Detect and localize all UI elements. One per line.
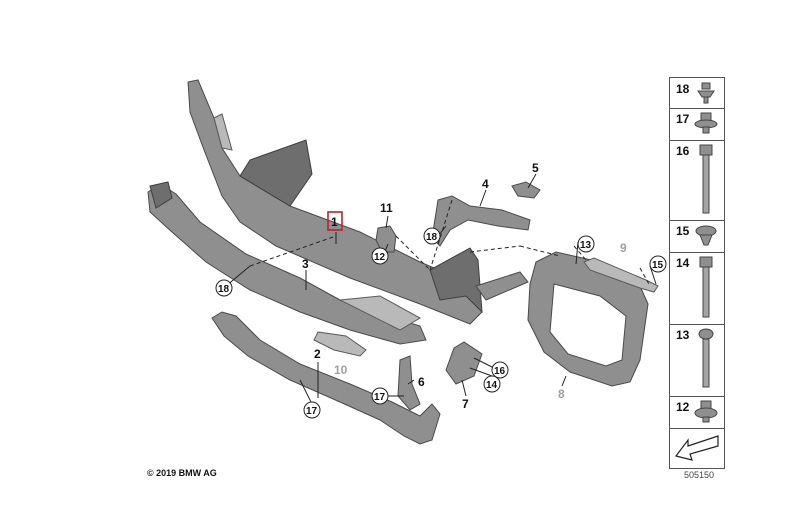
circle-callout-13: 13 (577, 235, 595, 253)
callout-2: 2 (314, 347, 321, 361)
torx-bolt-icon (698, 328, 714, 388)
callout-8: 8 (558, 387, 565, 401)
direction-arrow-icon (674, 435, 719, 461)
part-11-clip (375, 225, 397, 253)
circle-callout-18-left: 18 (215, 279, 233, 297)
circle-callout-12: 12 (371, 247, 389, 265)
hex-bolt-icon (699, 256, 713, 318)
copyright-text: © 2019 BMW AG (147, 468, 217, 478)
legend-direction-box (670, 428, 724, 467)
part-3-crossmember (147, 181, 427, 345)
circle-callout-14: 14 (483, 375, 501, 393)
circle-callout-15: 15 (649, 255, 667, 273)
part-5-clip (511, 181, 541, 199)
legend-item-18: 18 (670, 78, 724, 109)
flange-nut-icon (694, 112, 718, 134)
svg-text:18: 18 (218, 284, 230, 295)
callout-4: 4 (482, 177, 489, 191)
circle-callout-16: 16 (491, 361, 509, 379)
circle-callout-18-right: 18 (423, 227, 441, 245)
part-9-rail (583, 257, 659, 293)
svg-text:17: 17 (306, 406, 318, 417)
callout-7: 7 (462, 397, 469, 411)
callout-3: 3 (302, 257, 309, 271)
part-8-frame (527, 251, 649, 387)
clip-nut-icon (697, 82, 715, 104)
svg-text:16: 16 (494, 366, 506, 377)
callout-6: 6 (418, 375, 425, 389)
leader-lines (225, 173, 657, 405)
part-2-bumper-beam (211, 311, 441, 445)
callout-11: 11 (380, 201, 393, 215)
legend-item-16: 16 (670, 140, 724, 221)
legend-item-14: 14 (670, 252, 724, 325)
fastener-legend: 18 17 16 15 14 1 (669, 77, 725, 469)
callout-10: 10 (334, 363, 348, 377)
diagram-reference-number: 505150 (684, 470, 715, 480)
legend-item-13: 13 (670, 324, 724, 397)
part-4-bracket (431, 195, 531, 247)
part-7-bracket (445, 341, 483, 385)
legend-item-15: 15 (670, 220, 724, 253)
svg-text:14: 14 (486, 380, 498, 391)
long-bolt-icon (699, 144, 713, 214)
collar-nut-icon (694, 400, 718, 423)
part-10-bracket (313, 331, 367, 357)
part-1-carrier (187, 79, 529, 325)
callout-1: 1 (331, 215, 338, 229)
svg-text:12: 12 (374, 252, 386, 263)
svg-text:13: 13 (580, 240, 592, 251)
circle-callout-17-right: 17 (371, 387, 389, 405)
svg-text:15: 15 (652, 260, 664, 271)
svg-text:17: 17 (374, 392, 386, 403)
circle-callout-17-left: 17 (303, 401, 321, 419)
callout-1-highlight (327, 211, 343, 231)
legend-item-12: 12 (670, 396, 724, 429)
callout-9: 9 (620, 241, 627, 255)
callout-5: 5 (532, 161, 539, 175)
expansion-nut-icon (695, 225, 717, 246)
svg-text:18: 18 (426, 232, 438, 243)
legend-item-17: 17 (670, 108, 724, 141)
